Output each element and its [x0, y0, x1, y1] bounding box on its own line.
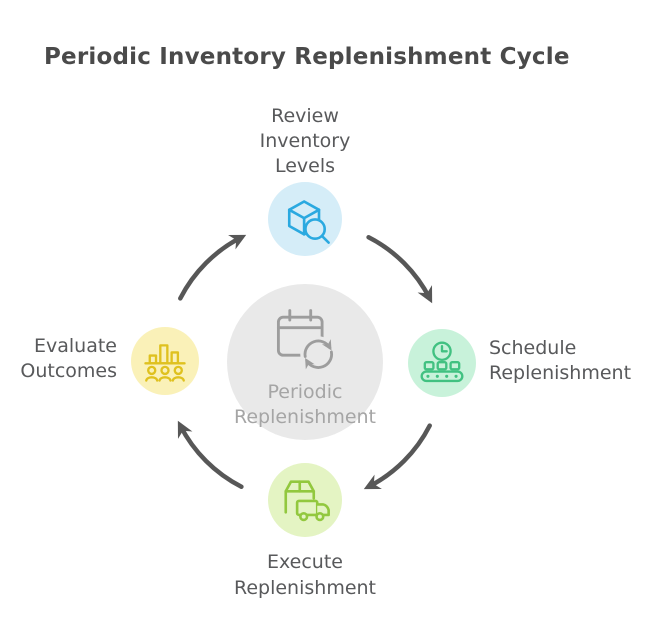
center-hub-label: Periodic Replenishment: [234, 380, 376, 430]
node-review-inventory-levels: [268, 182, 342, 256]
diagram-title: Periodic Inventory Replenishment Cycle: [44, 44, 570, 70]
clock-conveyor-icon: [420, 341, 464, 383]
node-schedule-replenishment: [408, 329, 476, 397]
label-line: Execute: [267, 551, 343, 573]
label-line: Levels: [274, 155, 336, 177]
center-hub: Periodic Replenishment: [227, 284, 383, 440]
node-evaluate-outcomes: [131, 327, 199, 395]
label-line: Replenishment: [489, 362, 632, 384]
label-line: Outcomes: [20, 360, 117, 382]
label-line: Schedule: [489, 337, 577, 359]
arrow-schedule-to-execute: [363, 423, 432, 490]
label-line: Review: [271, 105, 339, 127]
label-line: Evaluate: [34, 335, 117, 357]
node-label-execute-replenishment: Execute Replenishment: [190, 549, 420, 601]
arrow-evaluate-to-review: [178, 234, 247, 301]
node-label-schedule-replenishment: Schedule Replenishment: [489, 336, 644, 386]
package-truck-icon: [284, 480, 330, 522]
node-label-evaluate-outcomes: Evaluate Outcomes: [2, 334, 117, 384]
barchart-people-icon: [144, 344, 186, 382]
label-line: Periodic: [267, 381, 343, 403]
node-label-review-inventory-levels: Review Inventory Levels: [205, 104, 405, 179]
arrow-execute-to-evaluate: [177, 420, 244, 489]
label-line: Replenishment: [233, 577, 377, 599]
calendar-refresh-icon: [276, 309, 337, 373]
label-line: Replenishment: [233, 406, 377, 428]
node-execute-replenishment: [268, 463, 342, 537]
cube-magnifier-icon: [287, 200, 330, 244]
label-line: Inventory: [259, 130, 351, 152]
arrow-review-to-schedule: [366, 235, 433, 304]
